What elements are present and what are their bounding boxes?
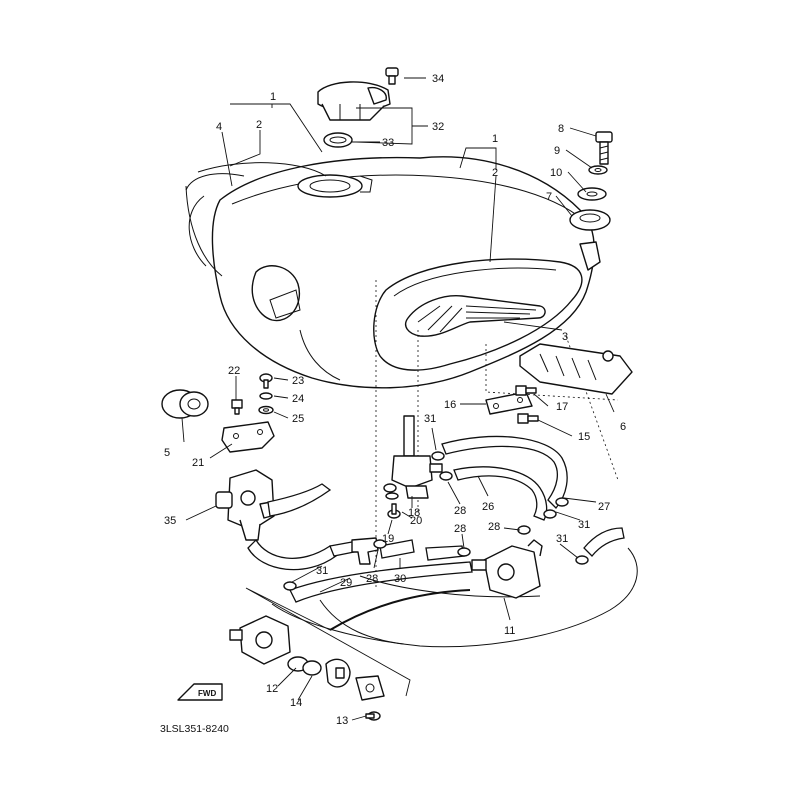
bracket-bolt-15 bbox=[517, 413, 539, 424]
callout-31a: 31 bbox=[424, 413, 436, 425]
hose-small-right bbox=[583, 527, 625, 557]
washer-small bbox=[588, 165, 608, 175]
washer-flat bbox=[577, 187, 607, 201]
washer-20 bbox=[385, 492, 399, 500]
callout-31b: 31 bbox=[578, 519, 590, 531]
washer-24 bbox=[259, 392, 273, 400]
fuel-cap bbox=[317, 81, 391, 121]
grommet bbox=[161, 389, 209, 419]
bracket-plate bbox=[485, 391, 533, 415]
callout-35: 35 bbox=[164, 515, 176, 527]
screw-19 bbox=[387, 503, 401, 519]
tank-bolt bbox=[595, 131, 613, 165]
cap-bolt bbox=[385, 67, 399, 85]
callout-17: 17 bbox=[556, 401, 568, 413]
callout-4: 4 bbox=[216, 121, 222, 133]
bracket-bolt-17 bbox=[515, 385, 537, 396]
hose-29 bbox=[289, 561, 473, 603]
callout-26: 26 bbox=[482, 501, 494, 513]
rear-bracket bbox=[519, 343, 633, 395]
pump-body-exploded bbox=[229, 615, 291, 665]
callout-14: 14 bbox=[290, 697, 302, 709]
callout-28a: 28 bbox=[454, 505, 466, 517]
clamp-31-upper bbox=[431, 451, 445, 461]
callout-9: 9 bbox=[554, 145, 560, 157]
callout-34: 34 bbox=[432, 73, 444, 85]
hose-to-tee bbox=[329, 541, 355, 557]
o-ring-14 bbox=[302, 660, 322, 676]
callout-16: 16 bbox=[444, 399, 456, 411]
callout-21: 21 bbox=[192, 457, 204, 469]
callout-8: 8 bbox=[558, 123, 564, 135]
callout-15: 15 bbox=[578, 431, 590, 443]
callout-22: 22 bbox=[228, 365, 240, 377]
subassembly-box bbox=[245, 587, 411, 697]
callout-19: 19 bbox=[382, 533, 394, 545]
callout-31c: 31 bbox=[556, 533, 568, 545]
callout-25: 25 bbox=[292, 413, 304, 425]
clamp-31-right-a bbox=[555, 497, 569, 507]
callout-32: 32 bbox=[432, 121, 444, 133]
callout-2a: 2 bbox=[256, 119, 262, 131]
callout-12: 12 bbox=[266, 683, 278, 695]
tank-outline-hose bbox=[185, 173, 245, 267]
callout-1a: 1 bbox=[270, 91, 276, 103]
clamp-28-cock bbox=[439, 471, 453, 481]
callout-18: 18 bbox=[408, 507, 420, 519]
fuel-tank bbox=[185, 156, 601, 389]
callout-29: 29 bbox=[340, 577, 352, 589]
callout-23: 23 bbox=[292, 375, 304, 387]
leader-lines bbox=[181, 77, 615, 721]
hose-27 bbox=[441, 435, 568, 509]
clamp-31-right-b bbox=[543, 509, 557, 519]
callout-33: 33 bbox=[382, 137, 394, 149]
fwd-label: FWD bbox=[198, 689, 216, 698]
callout-28c: 28 bbox=[488, 521, 500, 533]
callout-5: 5 bbox=[164, 447, 170, 459]
callout-3: 3 bbox=[562, 331, 568, 343]
hose-30 bbox=[379, 539, 415, 559]
callout-labels: 1 2 4 34 32 33 1 2 3 8 9 10 7 6 16 17 15… bbox=[164, 73, 626, 727]
callout-28b: 28 bbox=[454, 523, 466, 535]
clamp-28-tee bbox=[373, 539, 387, 549]
callout-28d: 28 bbox=[366, 573, 378, 585]
hose-26 bbox=[453, 466, 548, 521]
callout-6: 6 bbox=[620, 421, 626, 433]
callout-2b: 2 bbox=[492, 167, 498, 179]
callout-1b: 1 bbox=[492, 133, 498, 145]
rubber-damper bbox=[569, 209, 611, 231]
fuel-cock bbox=[383, 415, 443, 499]
callout-24: 24 bbox=[292, 393, 304, 405]
fwd-arrow-icon bbox=[177, 683, 223, 701]
pump-hose-upper bbox=[267, 483, 332, 517]
clamp-28-mid bbox=[457, 547, 471, 557]
callout-31d: 31 bbox=[316, 565, 328, 577]
washer-25 bbox=[258, 405, 274, 415]
clamp-31-left bbox=[283, 581, 297, 591]
bolt-22 bbox=[231, 399, 243, 415]
clamp-31-far bbox=[575, 555, 589, 565]
fuel-pump-11 bbox=[471, 539, 543, 599]
cover-plate bbox=[355, 675, 385, 701]
tank-emblem bbox=[404, 295, 546, 337]
callout-7: 7 bbox=[546, 191, 552, 203]
valve-cover bbox=[325, 658, 351, 688]
callout-11: 11 bbox=[504, 625, 515, 637]
callout-30: 30 bbox=[394, 573, 406, 585]
callout-10: 10 bbox=[550, 167, 562, 179]
callout-27: 27 bbox=[598, 501, 610, 513]
callout-20-label: 20 bbox=[410, 515, 422, 527]
callout-13: 13 bbox=[336, 715, 348, 727]
screw-13 bbox=[365, 711, 381, 721]
mount-bracket-21 bbox=[221, 421, 275, 453]
screw-23 bbox=[259, 373, 273, 389]
cap-gasket bbox=[323, 132, 353, 148]
drawing-code: 3LSL351-8240 bbox=[160, 723, 229, 735]
